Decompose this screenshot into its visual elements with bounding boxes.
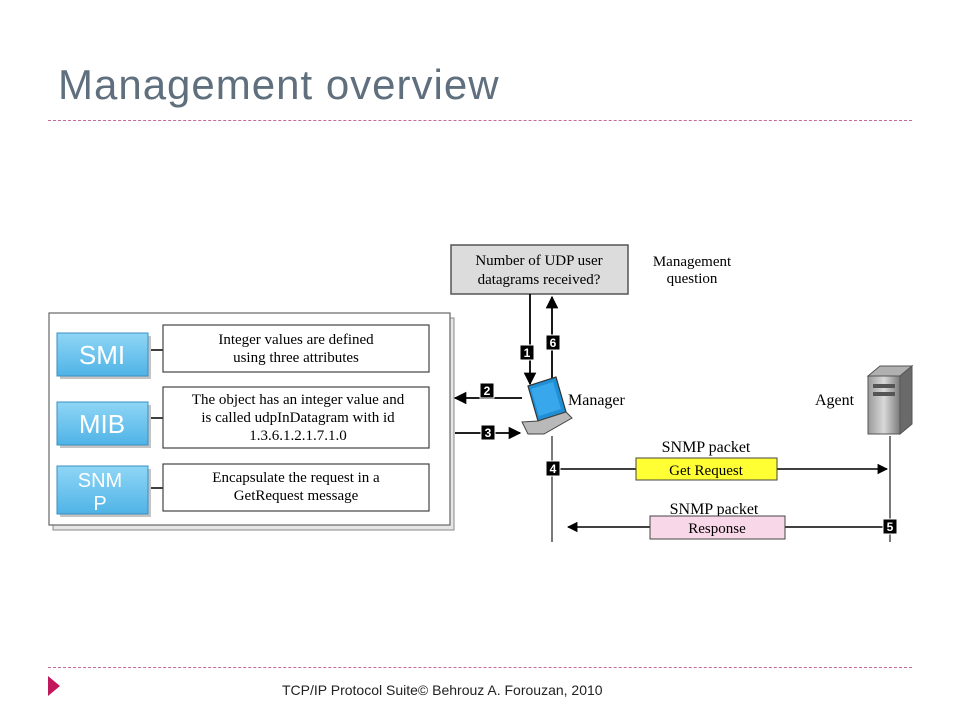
step-badge-5: 5: [882, 518, 898, 535]
snmp-desc-box: [162, 463, 430, 512]
step-badge-4: 4: [545, 460, 561, 477]
question-label-2: question: [667, 271, 718, 287]
title-divider: [48, 120, 912, 121]
question-line-2: datagrams received?: [478, 272, 601, 288]
response-packet: [649, 515, 786, 540]
question-box: Number of UDP user datagrams received?: [450, 244, 629, 295]
layer-row-mib: MIB The object has an integer value and …: [56, 386, 430, 449]
packet-header-response: SNMP packet: [670, 501, 759, 518]
svg-text:2: 2: [484, 384, 491, 398]
mib-desc-line-3: 1.3.6.1.2.1.7.1.0: [249, 428, 347, 444]
snmp-desc-line-1: Encapsulate the request in a: [212, 470, 380, 486]
smi-tag: [56, 332, 149, 377]
footer-bullet-icon: [48, 676, 60, 696]
get-request-packet: [635, 457, 778, 481]
step-badge-1: 1: [519, 344, 535, 361]
footer-divider: [48, 667, 912, 668]
server-icon: [866, 364, 914, 436]
mib-desc-line-2: is called udpInDatagram with id: [201, 410, 395, 426]
mib-desc-line-1: The object has an integer value and: [192, 392, 405, 408]
layer-row-snmp: SNM P Encapsulate the request in a GetRe…: [56, 463, 430, 517]
svg-text:1: 1: [524, 346, 531, 360]
question-line-1: Number of UDP user: [475, 253, 602, 269]
laptop-icon: [521, 376, 573, 435]
mib-tag: [56, 401, 149, 446]
layer-row-smi: SMI Integer values are defined using thr…: [56, 324, 430, 379]
smi-desc-box: [162, 324, 430, 373]
smi-desc-line-1: Integer values are defined: [218, 332, 374, 348]
mib-desc-box: [162, 386, 430, 449]
question-label-1: Management: [653, 254, 732, 270]
response-label: Response: [688, 521, 746, 537]
packet-header-get: SNMP packet: [662, 439, 751, 456]
snmp-desc-line-2: GetRequest message: [234, 488, 359, 504]
svg-text:3: 3: [485, 426, 492, 440]
smi-desc-line-2: using three attributes: [233, 350, 359, 366]
svg-text:5: 5: [887, 520, 894, 534]
svg-text:4: 4: [550, 462, 557, 476]
snmp-tag-label-1: SNM: [78, 470, 122, 492]
page-title: Management overview: [58, 61, 500, 108]
snmp-tag: [56, 465, 149, 515]
step-badge-3: 3: [480, 424, 496, 441]
step-badge-6: 6: [545, 334, 561, 351]
mib-tag-label: MIB: [79, 409, 125, 439]
snmp-tag-label-2: P: [93, 493, 106, 515]
step-badge-2: 2: [479, 382, 495, 399]
svg-text:6: 6: [550, 336, 557, 350]
agent-label: Agent: [815, 392, 855, 409]
smi-tag-label: SMI: [79, 340, 125, 370]
get-request-label: Get Request: [669, 463, 744, 479]
manager-label: Manager: [568, 392, 626, 409]
footer-credit: TCP/IP Protocol Suite© Behrouz A. Forouz…: [282, 682, 603, 698]
